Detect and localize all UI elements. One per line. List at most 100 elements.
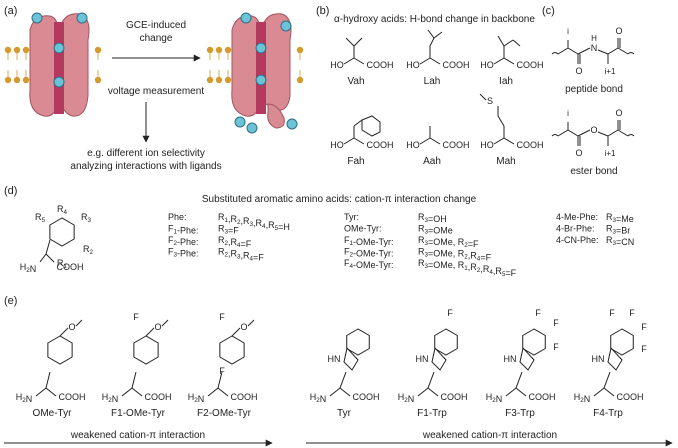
compound-name: Mah [496,156,515,167]
index-i1: i+1 [605,149,616,158]
compound-name: F1-OMe-Tyr [111,408,166,419]
bond [505,387,517,397]
benzene-ring [49,217,75,247]
entry-substituents: R3=OMe, R2,R4=F [418,247,492,263]
ho-label: HO [406,140,420,150]
lipid-bilayer-left [4,46,102,84]
amine-label: H2N [188,392,205,404]
oxygen: O [68,322,75,332]
entry-substituents: R3=OMe [418,224,453,236]
wavy-end [627,134,635,137]
entry-name: 4-CN-Phe: [556,235,599,245]
lipid-head [13,46,21,54]
bond [607,129,619,137]
lipid-bilayer-right [206,46,304,84]
amine-label: H2N [574,392,591,404]
bond [353,137,365,145]
bond-name: ester bond [570,166,617,177]
entry-name: F4-OMe-Tyr: [344,258,394,270]
fluorine: F [629,308,635,318]
voltage-text: voltage measurement [108,86,204,97]
pyrrole-ring [607,346,623,371]
fluorine: F [641,344,647,354]
bond [45,371,51,389]
bond [429,37,435,47]
amine-label: H2N [486,392,503,404]
bond [607,47,619,55]
acid-label: COOH [441,392,468,402]
carbonyl-o2: O [615,108,622,118]
compound-name: Aah [423,156,441,167]
carbonyl-o2: O [615,26,622,36]
panel-e-label: (e) [4,295,17,307]
entry-name: F2-OMe-Tyr: [344,247,394,259]
fluorine: F [447,308,453,318]
bond [557,47,569,55]
oxygen: O [240,322,247,332]
entry-name: OMe-Tyr: [344,224,382,234]
r-substituent: R5 [35,212,46,224]
panel-d-title: Substituted aromatic amino acids: cation… [202,194,477,205]
fluorine: F [553,342,559,352]
amide-h: H [591,34,597,43]
result-text-1: e.g. different ion selectivity [87,148,205,159]
bond [339,371,347,389]
cooh-label: COOH [517,60,544,70]
amine-label: H2N [310,392,327,404]
wavy-end [627,52,635,55]
bond [329,387,341,397]
compound-name: Tyr [337,408,352,419]
panel-b-label: (b) [316,5,329,17]
bond [35,387,47,397]
acid-label: COOH [617,392,644,402]
bond [503,57,515,65]
r-substituent: R1 [57,258,68,270]
benzene-ring [219,335,245,365]
bond [217,371,223,389]
cooh-label: COOH [517,140,544,150]
arrow-text-1: GCE-induced [126,20,186,31]
bond-name: peptide bond [565,84,623,95]
lipid-head [94,46,102,54]
bond [497,115,505,127]
benzene-ring [434,328,458,356]
amine-label: H2N [16,392,33,404]
bond [419,57,431,65]
ion-channel-right [231,12,298,134]
compound-name: F4-Trp [593,408,623,419]
bond [617,47,629,55]
entry-name: Tyr: [344,212,359,222]
bond [512,39,521,47]
wavy-end [551,134,559,137]
lipid-head [94,76,102,84]
carbonyl-o: O [575,148,582,158]
ion-channel-left [29,12,90,117]
bond [429,137,441,145]
r-substituent: R2 [83,244,94,256]
compound-name: Lah [424,76,441,87]
bond [343,57,355,65]
bond [131,387,143,397]
entry-substituents: R3=CN [606,235,634,247]
bond [515,387,527,397]
compound-name: F3-Trp [505,408,535,419]
entry-name: 4-Br-Phe: [556,224,595,234]
lipid-head [224,46,232,54]
pyrrole-ring [431,346,447,371]
bond [567,129,579,137]
bond [497,35,505,47]
indole-nh: HN [504,354,517,364]
bond [427,29,435,39]
lipid-head [206,46,214,54]
bond [593,387,605,397]
bond [39,253,47,263]
fluorine: F [535,308,541,318]
phenyl-ring [361,115,381,137]
entry-substituents: R2,R3,R4=F [218,247,264,263]
